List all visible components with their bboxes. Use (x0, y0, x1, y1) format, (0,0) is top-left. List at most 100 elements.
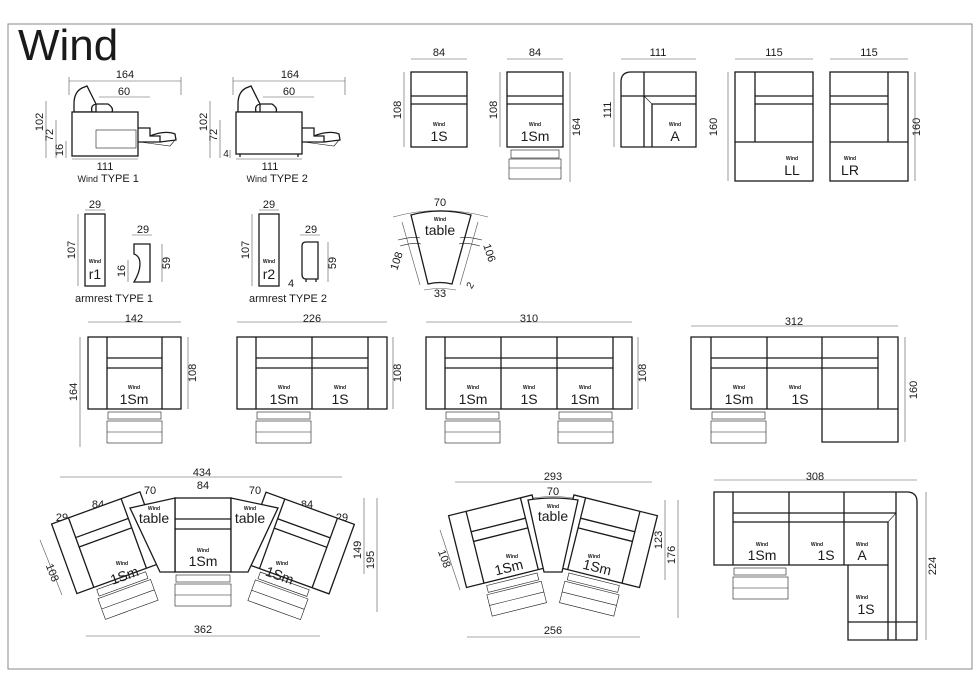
armrest-type-2: 29 107 Wind r2 29 59 4 armrest TYPE 2 (240, 199, 339, 305)
c2-brand-b: Wind (334, 385, 346, 391)
c3-seat-0: 1Sm (459, 391, 488, 407)
c3-depth: 108 (637, 364, 649, 382)
corner-seat-2: A (857, 547, 867, 563)
corner-set-308: 308 224 Wind Wind Wind Wind 1Sm 1S A 1S (713, 471, 939, 641)
c3-seat-2: 1Sm (571, 391, 600, 407)
table-brand: Wind (434, 217, 446, 223)
mod-1sm-depth: 108 (488, 101, 500, 119)
corner-brand-b: Wind (811, 542, 823, 548)
c3-brand-c: Wind (579, 385, 591, 391)
curve5-brand-c: Wind (276, 561, 288, 567)
curve5-total: 434 (193, 467, 211, 479)
arm1-label: r1 (89, 266, 102, 282)
mod-lr-brand: Wind (844, 156, 856, 162)
curve3-total: 293 (544, 471, 562, 483)
side-view-type-1: 164 60 102 72 16 111 Wind TYPE 1 (34, 69, 182, 185)
c2-seat-1: 1S (331, 391, 348, 407)
side2-brand: Wind (246, 174, 267, 184)
c1-brand: Wind (128, 385, 140, 391)
mod-lr-depth: 160 (911, 118, 923, 136)
side2-base: 111 (262, 161, 279, 173)
combo-226: 226 108 Wind Wind 1Sm 1S (236, 313, 404, 444)
table-top-width: 70 (434, 197, 446, 209)
corner-width: 308 (806, 471, 824, 483)
curve3-brand-a: Wind (506, 554, 518, 560)
c4-brand-b: Wind (789, 385, 801, 391)
combo-310: 310 108 Wind Wind Wind 1Sm 1S 1Sm (425, 313, 649, 444)
combo-142: 142 164 108 Wind 1Sm (68, 313, 199, 447)
arm2-profile-height: 59 (327, 257, 339, 269)
table-right-depth: 106 (480, 242, 497, 263)
corner-depth: 224 (927, 557, 939, 575)
module-table: 70 Wind table 108 106 33 2 (389, 197, 498, 300)
curve5-brand-b: Wind (197, 548, 209, 554)
mod-1s-depth: 108 (392, 101, 404, 119)
mod-1s-label: 1S (430, 128, 447, 144)
mod-ll-width: 115 (765, 47, 783, 59)
mod-1sm-width: 84 (529, 47, 541, 59)
arm2-profile-drop: 4 (288, 278, 294, 290)
side2-h2: 72 (208, 129, 220, 141)
curve5-h2: 195 (365, 551, 377, 569)
page-frame (7, 23, 973, 670)
mod-a-depth: 111 (602, 102, 614, 119)
c4-seat-0: 1Sm (725, 391, 754, 407)
c4-depth: 160 (908, 381, 920, 399)
curve3-seat-1: 1Sm (581, 556, 613, 578)
c1-depth: 108 (187, 364, 199, 382)
c2-brand-a: Wind (278, 385, 290, 391)
side2-h1: 102 (198, 113, 210, 131)
curve5-table-brand-0: Wind (148, 506, 160, 512)
arm1-brand: Wind (89, 259, 101, 265)
curved-set-293: 293 70 108 123 176 256 Wind table Wind W… (435, 471, 679, 638)
c4-brand-a: Wind (733, 385, 745, 391)
c3-seat-1: 1S (520, 391, 537, 407)
corner-seat-3: 1S (857, 601, 874, 617)
arm1-profile-drop: 16 (116, 265, 128, 277)
corner-brand-d: Wind (856, 595, 868, 601)
arm2-caption: armrest TYPE 2 (249, 293, 327, 305)
corner-seat-0: 1Sm (748, 547, 777, 563)
mod-a-label: A (670, 128, 680, 144)
armrest-type-1: 29 107 Wind r1 29 59 16 armrest TYPE 1 (66, 199, 173, 305)
arm1-profile-width: 29 (137, 224, 149, 236)
side2-type: TYPE 2 (270, 173, 308, 185)
arm1-caption: armrest TYPE 1 (75, 293, 153, 305)
arm1-length: 107 (66, 241, 78, 259)
curve5-base: 362 (194, 624, 212, 636)
curve5-seg-2: 70 (144, 485, 156, 497)
curve3-seat-0: 1Sm (493, 556, 525, 578)
curve3-h1: 123 (653, 531, 665, 549)
mod-1s-width: 84 (433, 47, 445, 59)
curve5-seat-1: 1Sm (189, 553, 218, 569)
mod-1sm-depth-open: 164 (571, 118, 583, 136)
arm2-profile-width: 29 (305, 224, 317, 236)
page-title: Wind (18, 21, 118, 70)
table-label: table (425, 222, 456, 238)
mod-1s-brand: Wind (433, 122, 445, 128)
arm1-profile-height: 59 (161, 257, 173, 269)
mod-ll-depth: 160 (708, 118, 720, 136)
module-lr: 115 160 Wind LR (829, 47, 923, 182)
side1-type: TYPE 1 (101, 173, 139, 185)
curve3-table-brand: Wind (547, 504, 559, 510)
corner-seat-1: 1S (817, 547, 834, 563)
mod-ll-label: LL (784, 162, 800, 178)
c3-width: 310 (520, 313, 538, 325)
c3-brand-a: Wind (467, 385, 479, 391)
curve5-depth: 108 (43, 562, 61, 584)
corner-brand-c: Wind (856, 542, 868, 548)
table-bottom-width: 33 (434, 288, 446, 300)
c1-depth-open: 164 (68, 383, 80, 401)
curve3-h2: 176 (666, 546, 678, 564)
module-ll: 115 160 Wind LL (708, 47, 814, 182)
side-view-type-2: 164 60 102 72 4 111 Wind TYPE 2 (198, 69, 346, 185)
side1-inner: 60 (118, 86, 130, 98)
mod-a-brand: Wind (669, 122, 681, 128)
side1-base: 111 (97, 161, 114, 173)
mod-lr-label: LR (841, 162, 859, 178)
module-1sm: 84 108 164 Wind 1Sm (488, 47, 583, 182)
c1-width: 142 (125, 313, 143, 325)
side2-width: 164 (281, 69, 299, 81)
mod-1sm-brand: Wind (529, 122, 541, 128)
